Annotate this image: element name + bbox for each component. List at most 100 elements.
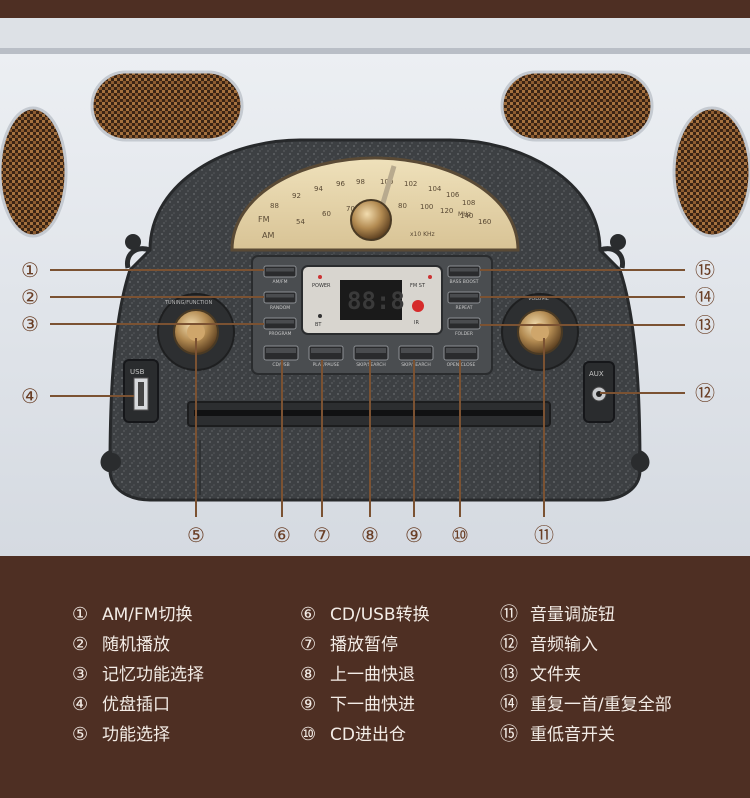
legend-number: ⑫ [500,634,518,655]
fm-unit: MHz [458,211,471,218]
fm-st-label: FM ST [410,283,426,289]
callout-3: ③ [21,312,264,336]
callout-12: ⑫ [600,381,715,405]
am-scale-tick: 70 [346,205,355,213]
bottom-button-1[interactable]: PLAY/PAUSE [308,345,344,368]
callout-2: ② [21,285,264,309]
dial-band-fm: FM [258,215,270,224]
fm-scale-tick: 104 [428,185,442,193]
callout-11: ⑪ [534,338,554,547]
tuning-knob-icon[interactable] [350,199,392,241]
knob-right-label: VOLUME [528,296,549,302]
right-button-2[interactable]: FOLDER [447,317,481,337]
fm-scale-tick: 106 [446,191,460,199]
legend-text: 记忆功能选择 [102,665,204,685]
callout-number: ⑬ [695,313,715,337]
legend-item: ⑮ 重低音开关 [500,724,615,746]
left-button-0[interactable]: AM/FM [263,265,297,285]
fm-scale-tick: 94 [314,185,323,193]
legend-number: ② [72,634,89,655]
callout-15: ⑮ [480,258,715,282]
function-knob[interactable]: TUNING/FUNCTION [157,293,235,371]
right-button-1[interactable]: REPEAT [447,291,481,311]
callout-8: ⑧ [361,360,379,547]
am-scale-tick: 60 [322,210,331,218]
legend-text: 文件夹 [530,665,581,685]
callout-7: ⑦ [313,360,331,547]
legend-item: ⑬ 文件夹 [500,664,581,686]
callout-number: ② [21,285,39,309]
legend-number: ⑥ [300,604,317,625]
callout-9: ⑨ [405,360,423,547]
legend-number: ⑮ [500,724,518,745]
legend-text: 上一曲快退 [330,665,415,685]
bottom-button-4[interactable]: OPEN/CLOSE [443,345,479,368]
callout-1: ① [21,258,264,282]
left-button-0-label: AM/FM [273,279,288,285]
legend-number: ⑤ [72,724,89,745]
legend-text: 音量调旋钮 [530,605,615,625]
bt-label: BT [315,322,322,328]
usb-port[interactable]: USB [123,359,159,423]
legend-text: 随机播放 [102,635,170,655]
callout-number: ⑤ [187,523,205,547]
callout-number: ③ [21,312,39,336]
right-button-column: BASS BOOST REPEAT FOLDER [447,265,481,337]
am-scale-tick: 160 [478,218,491,226]
legend-number: ⑭ [500,694,518,715]
callout-number: ④ [21,384,39,408]
bottom-button-3-label: SKIP/SEARCH [401,362,431,368]
callout-14: ⑭ [480,285,715,309]
callout-number: ⑭ [695,285,715,309]
callout-number: ⑩ [451,523,469,547]
callout-number: ⑨ [405,523,423,547]
legend-text: 播放暂停 [330,635,398,655]
bottom-button-4-label: OPEN/CLOSE [447,362,476,368]
left-button-1-label: RANDOM [270,305,290,311]
callout-number: ⑥ [273,523,291,547]
bottom-button-1-label: PLAY/PAUSE [313,362,340,368]
legend-text: 功能选择 [102,725,170,745]
display-window: POWER FM ST BT 88:8 IR [301,265,443,335]
callout-10: ⑩ [451,360,469,547]
legend-text: CD/USB转换 [330,605,430,625]
am-scale-tick: 120 [440,207,453,215]
right-button-0[interactable]: BASS BOOST [447,265,481,285]
left-button-2[interactable]: PROGRAM [263,317,297,337]
callout-13: ⑬ [480,313,715,337]
bottom-button-3[interactable]: SKIP/SEARCH [398,345,434,368]
legend-number: ⑬ [500,664,518,685]
aux-label: AUX [589,370,604,378]
legend-number: ⑨ [300,694,317,715]
legend-text: AM/FM切换 [102,605,193,625]
am-scale-tick: 100 [420,203,433,211]
right-button-0-label: BASS BOOST [449,279,478,285]
legend-text: 优盘插口 [102,695,170,715]
dial-band-am: AM [262,231,274,240]
legend-text: 重低音开关 [530,725,615,745]
legend-number: ⑪ [500,604,518,625]
legend-item: ⑪ 音量调旋钮 [500,604,615,626]
fm-scale-tick: 96 [336,180,345,188]
volume-knob[interactable]: VOLUME [501,293,579,371]
am-scale-tick: 140 [460,212,473,220]
lcd-digits: 88:8 [347,287,405,315]
fm-scale-tick: 92 [292,192,301,200]
speaker-grilles [0,70,750,238]
top-trim [0,18,750,52]
ir-sensor-icon [412,300,424,312]
callout-4: ④ [21,384,134,408]
am-unit: x10 KHz [410,231,435,238]
legend-text: 下一曲快进 [330,695,415,715]
usb-label: USB [130,368,145,376]
legend-item: ⑨ 下一曲快进 [300,694,415,716]
fm-scale-tick: 102 [404,180,417,188]
